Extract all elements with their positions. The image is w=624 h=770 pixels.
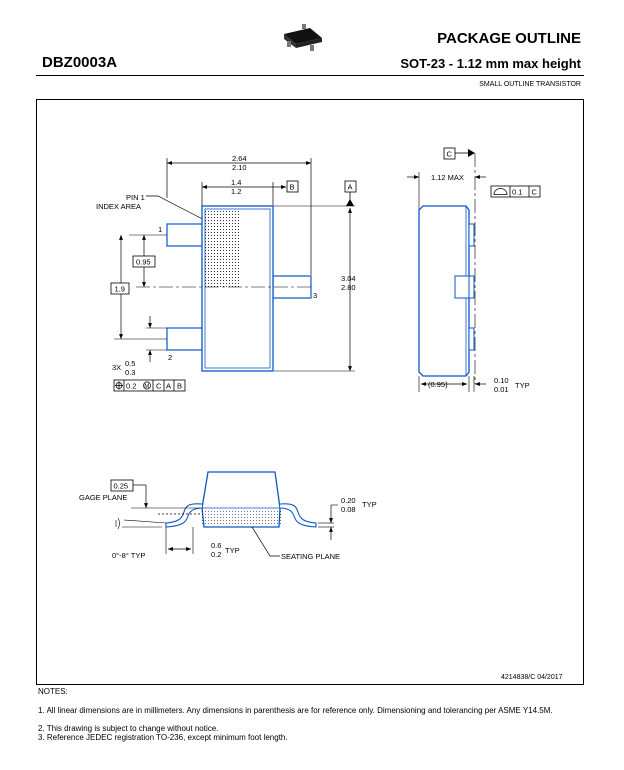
width-min-label: 2.10 [232,163,247,172]
front-lead-left [165,503,203,528]
mmc-modifier-icon [143,381,151,390]
foot-max: 0.6 [211,541,221,550]
height-max-label: 1.12 MAX [431,173,464,182]
pin1-label-line1: PIN 1 [126,193,145,202]
fcf-tolerance: 0.2 [126,382,136,391]
header-rule [36,75,584,76]
standoff-min: 0.01 [494,385,509,394]
front-lead-right [279,503,317,528]
fcf-datum-3: B [177,382,182,391]
top-view: 2.64 2.10 1.4 1.2 B A PIN 1 INDEX AREA 1… [96,154,357,392]
datum-c-label: C [447,150,453,159]
gage-value-box [110,479,134,492]
drawing-number: 4214838/C 04/2017 [501,674,563,681]
lead-2 [166,327,204,351]
pin-1-number: 1 [158,225,162,234]
angle-label: 0°-8° TYP [112,551,145,560]
drawing-frame [36,99,584,685]
lead-width-min: 0.3 [125,368,135,377]
length-max-label: 3.04 [341,274,356,283]
package-subtitle: SOT-23 - 1.12 mm max height [400,56,581,71]
lead-thickness-max: 0.20 [341,496,356,505]
note-item: 2. This drawing is subject to change wit… [38,724,219,733]
fcf-datum-1: C [156,382,162,391]
lead-width-max: 0.5 [125,359,135,368]
datum-c-box [443,147,456,160]
foot-typ: TYP [225,546,240,555]
length-min-label: 2.80 [341,283,356,292]
body-min-label: 1.2 [231,187,241,196]
span-box [110,282,130,295]
pitch-label: 0.95 [136,258,151,267]
datum-a-triangle [346,199,354,206]
profile-surface-icon [493,188,508,195]
datum-a-label: A [348,183,353,192]
flatness-datum: C [532,188,538,197]
datum-a-box [344,180,357,193]
gage-value: 0.25 [114,482,129,491]
note-item: 3. Reference JEDEC registration TO-236, … [38,733,288,742]
pin-2-number: 2 [168,353,172,362]
standoff-max: 0.10 [494,376,509,385]
position-tolerance-frame: 0.2 M C A B [113,379,186,392]
body-max-label: 1.4 [231,178,241,187]
pin1-index-area [205,209,239,287]
sot23-package-icon [284,24,322,51]
fcf-datum-2: A [166,382,171,391]
pitch-box [132,255,156,268]
pin-3-number: 3 [313,291,317,300]
span-label: 1.9 [115,285,125,294]
gage-plane-label: GAGE PLANE [79,493,127,502]
lead-thickness-typ: TYP [362,500,377,509]
svg-text:M: M [144,384,149,390]
front-view: 0.25 GAGE PLANE 0°-8° TYP 0.6 0.2 TYP SE… [79,471,377,561]
side-reference-dim: (0.95) [428,380,448,389]
pin1-label-line2: INDEX AREA [96,202,141,211]
width-max-label: 2.64 [232,154,247,163]
notes-heading: NOTES: [38,687,68,696]
package-drawing: 2.64 2.10 1.4 1.2 B A PIN 1 INDEX AREA 1… [79,24,563,681]
flatness-tolerance-frame: 0.1 C [490,185,541,198]
standoff-typ: TYP [515,381,530,390]
note-item: 1. All linear dimensions are in millimet… [38,706,553,715]
package-title: PACKAGE OUTLINE [437,30,581,47]
lead-thickness-min: 0.08 [341,505,356,514]
side-view: C 1.12 MAX 0.1 C (0.95) 0.10 [407,147,541,394]
flatness-tolerance: 0.1 [512,188,522,197]
document-id: DBZ0003A [42,54,118,71]
datum-b-label: B [290,183,295,192]
foot-min: 0.2 [211,550,221,559]
lead-width-prefix: 3X [112,363,121,372]
datum-b-box [286,180,299,193]
datum-c-triangle [468,149,475,157]
package-description: SMALL OUTLINE TRANSISTOR [479,81,581,88]
lead-1 [166,223,204,247]
seating-plane-label: SEATING PLANE [281,552,340,561]
